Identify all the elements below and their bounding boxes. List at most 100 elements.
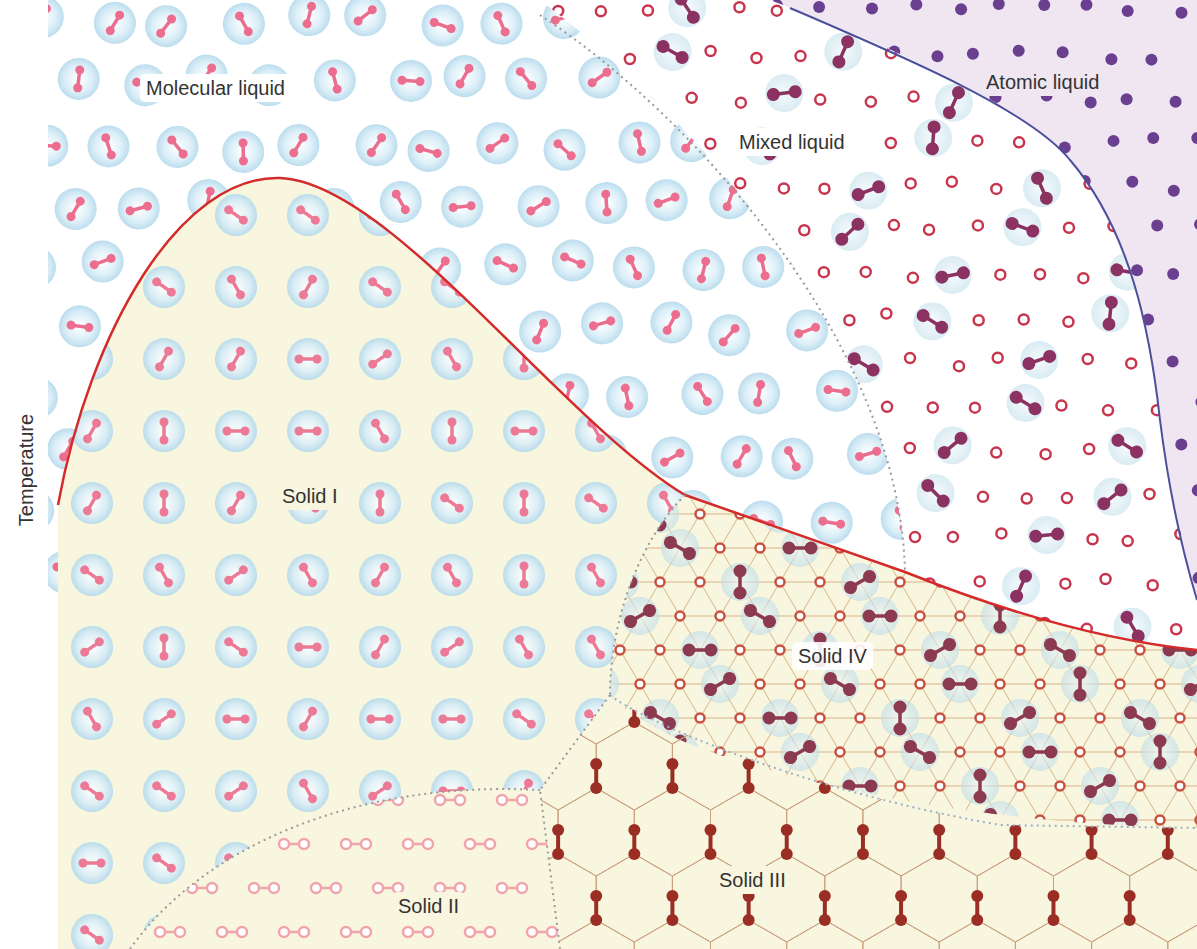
atom: [624, 400, 635, 411]
atom: [222, 574, 235, 587]
molecule: [1029, 527, 1065, 543]
molecule-halo: [495, 258, 553, 316]
molecule-halo: [207, 762, 265, 820]
atom: [306, 577, 318, 589]
atom: [1176, 7, 1188, 19]
atom: [733, 537, 743, 547]
atom: [520, 202, 529, 211]
molecule-bond: [589, 858, 604, 868]
atom: [1084, 444, 1094, 454]
molecule-halo: [347, 116, 405, 174]
lattice-line: [940, 582, 980, 583]
molecule-halo: [879, 243, 932, 296]
molecule-bond: [592, 279, 601, 295]
atom: [553, 534, 563, 544]
molecule-bond: [761, 9, 765, 27]
atom: [601, 189, 611, 199]
atom: [78, 564, 91, 577]
lattice-line: [1020, 514, 1060, 515]
molecule-halo: [25, 124, 69, 168]
atom: [498, 132, 511, 145]
atom: [582, 400, 592, 410]
molecule: [503, 554, 545, 596]
atom: [977, 316, 989, 328]
atom: [52, 141, 61, 150]
lattice-line: [800, 480, 840, 481]
atom: [641, 537, 651, 547]
lattice-line: [1160, 480, 1197, 481]
molecule: [304, 308, 363, 367]
atom: [578, 676, 593, 691]
atom: [295, 427, 304, 436]
lattice-line: [600, 582, 620, 616]
atom: [1123, 622, 1135, 634]
atom: [1147, 132, 1159, 144]
atom: [654, 38, 672, 56]
molecule-halo: [1109, 253, 1147, 291]
atom: [632, 270, 644, 282]
molecule-bond: [939, 68, 940, 86]
atom: [242, 26, 254, 38]
molecule: [495, 618, 552, 675]
atom: [1014, 136, 1026, 148]
molecule-halo: [654, 33, 692, 71]
molecule: [279, 546, 336, 603]
atom: [438, 646, 451, 659]
atom: [1017, 568, 1034, 585]
molecule-halo: [143, 626, 185, 668]
molecule-halo: [842, 428, 894, 480]
molecule-halo: [284, 0, 335, 41]
atom: [879, 17, 891, 29]
molecule: [143, 410, 185, 452]
atom: [306, 1, 317, 12]
molecule: [907, 181, 963, 237]
atom: [438, 214, 451, 227]
molecule-halo: [545, 233, 600, 288]
atom: [297, 777, 309, 789]
atom: [678, 502, 689, 513]
molecule-halo: [570, 48, 629, 107]
atom: [862, 449, 872, 459]
molecule-bond: [160, 207, 169, 223]
atom: [810, 322, 822, 334]
lattice-line: [660, 582, 700, 583]
atom: [657, 937, 669, 949]
lattice-line: [820, 480, 840, 514]
molecule-halo: [15, 0, 70, 45]
molecule: [495, 690, 553, 748]
lattice-line: [1160, 548, 1197, 549]
atom: [553, 93, 563, 103]
molecule: [503, 338, 545, 380]
atom: [624, 253, 636, 265]
atom: [594, 649, 606, 661]
atom: [734, 2, 744, 12]
molecule-halo: [207, 474, 264, 531]
atom: [79, 859, 88, 868]
molecule: [359, 698, 401, 740]
atom: [438, 924, 451, 937]
molecule: [658, 387, 674, 423]
atom: [638, 352, 648, 362]
atom: [385, 859, 394, 868]
atom: [154, 27, 167, 40]
molecule: [113, 183, 164, 234]
molecule: [833, 215, 867, 248]
atom: [439, 255, 452, 268]
lattice-line: [1100, 514, 1120, 548]
atom: [100, 132, 111, 143]
molecule-halo: [474, 0, 529, 51]
molecule-bond: [270, 564, 282, 577]
atom: [731, 458, 743, 470]
atom: [632, 128, 643, 139]
molecule-halo: [287, 338, 329, 380]
atom: [272, 316, 283, 327]
atom: [332, 84, 343, 95]
atom: [1050, 527, 1064, 541]
molecule: [845, 350, 882, 379]
lattice-line: [800, 480, 820, 514]
molecule-halo: [538, 0, 589, 44]
atom: [262, 212, 272, 222]
atom: [657, 489, 669, 501]
lattice-line: [1080, 582, 1100, 616]
atom: [971, 487, 983, 499]
